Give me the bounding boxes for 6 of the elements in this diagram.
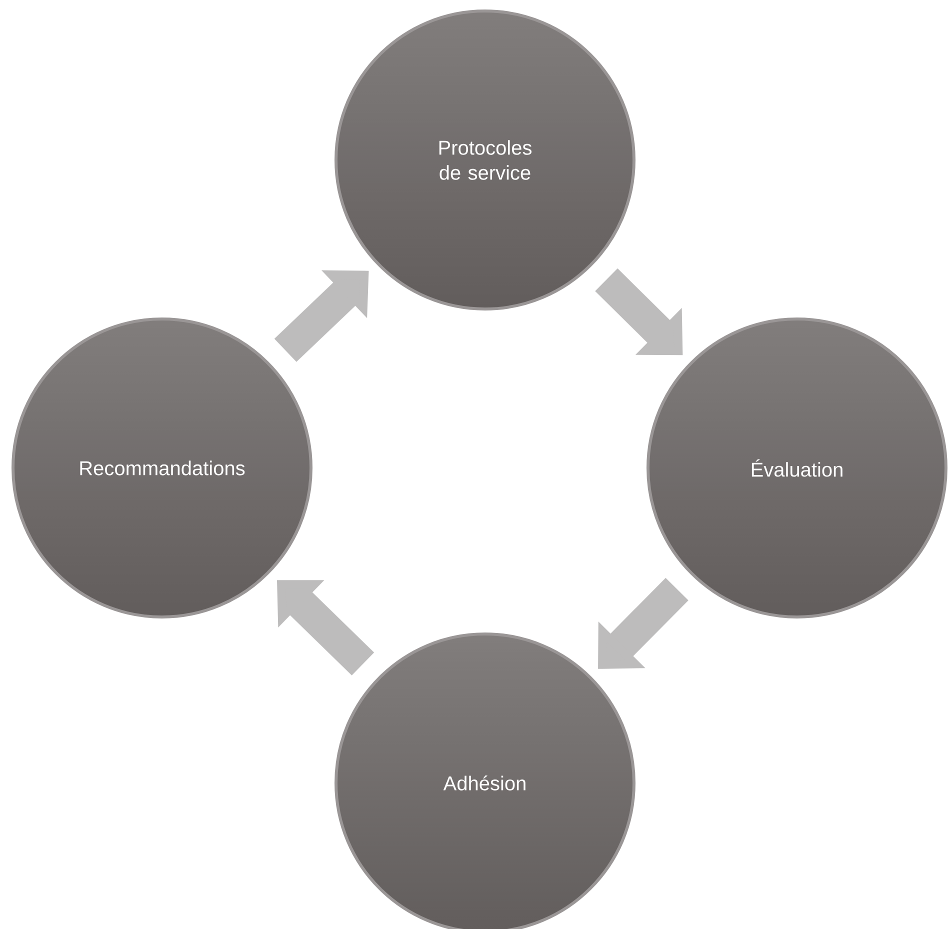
block-arrow bbox=[598, 578, 688, 669]
circle-node: Protocoles de service bbox=[334, 10, 636, 310]
circle-node: Évaluation bbox=[646, 318, 948, 618]
circle-node: Recommandations bbox=[12, 318, 312, 618]
block-arrow bbox=[274, 270, 369, 362]
block-arrow bbox=[595, 268, 683, 356]
